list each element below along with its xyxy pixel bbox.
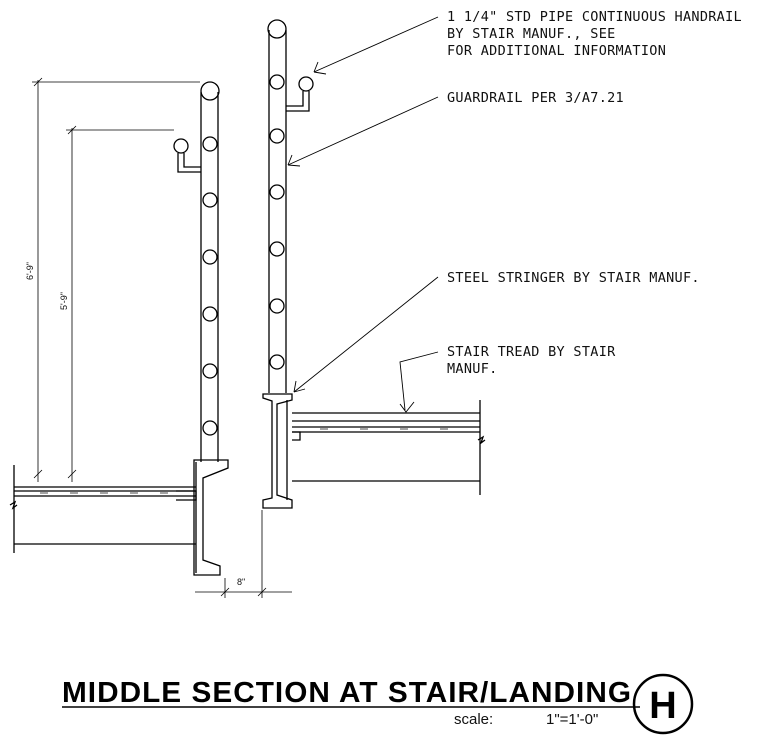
drawing-title: MIDDLE SECTION AT STAIR/LANDING <box>62 677 632 709</box>
detail-badge <box>632 673 694 735</box>
svg-text:1 1/4" STD PIPE CONTINUOUS HAN: 1 1/4" STD PIPE CONTINUOUS HANDRAIL <box>447 9 742 25</box>
handrail-note: 1 1/4" STD PIPE CONTINUOUS HANDRAIL BY S… <box>447 9 742 59</box>
svg-text:BY STAIR MANUF., SEE: BY STAIR MANUF., SEE <box>447 26 616 42</box>
scale-label: scale: <box>454 711 493 728</box>
left-steel-channel <box>176 459 229 576</box>
detail-letter: H <box>649 685 676 727</box>
dimension-lines <box>32 77 292 598</box>
left-guardrail-post <box>200 81 220 462</box>
scale-value: 1"=1'-0" <box>546 711 598 728</box>
right-steel-stringer <box>262 393 293 509</box>
tread-note: STAIR TREAD BY STAIR MANUF. <box>447 344 616 377</box>
guardrail-note: GUARDRAIL PER 3/A7.21 <box>447 90 624 106</box>
gap-dimension: 8" <box>237 577 245 587</box>
svg-text:STAIR TREAD BY STAIR: STAIR TREAD BY STAIR <box>447 344 616 360</box>
stringer-note: STEEL STRINGER BY STAIR MANUF. <box>447 270 700 286</box>
handrail-height-dimension: 5'-9" <box>59 292 69 310</box>
svg-text:FOR ADDITIONAL INFORMATION: FOR ADDITIONAL INFORMATION <box>447 43 666 59</box>
right-stair-tread <box>292 400 486 495</box>
right-guardrail-post <box>267 19 287 393</box>
guardrail-height-dimension: 6'-9" <box>25 262 35 280</box>
right-handrail <box>286 76 314 112</box>
leader-lines <box>287 16 439 413</box>
left-handrail <box>173 138 201 173</box>
left-landing-slab <box>9 465 196 553</box>
svg-text:MANUF.: MANUF. <box>447 361 498 377</box>
